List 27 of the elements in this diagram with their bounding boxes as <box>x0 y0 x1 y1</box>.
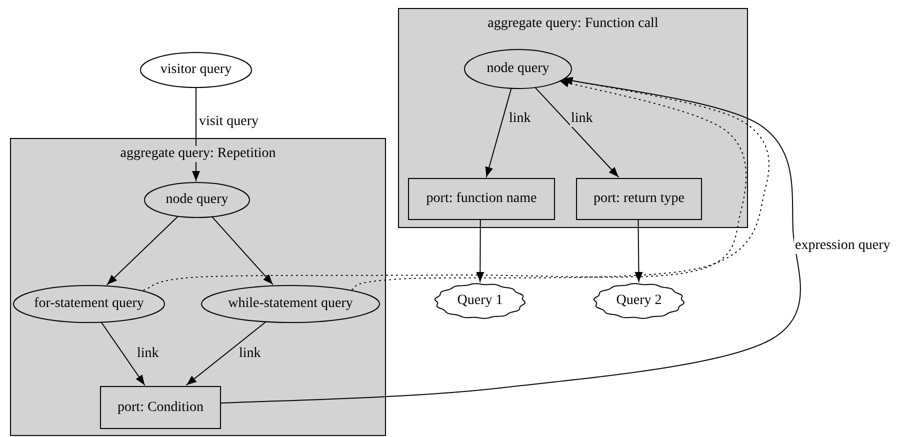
edge-label: expression query <box>794 238 892 254</box>
dotted-arrow <box>352 76 770 290</box>
ellipse-node: while-statement query <box>201 285 380 323</box>
ellipse-node: visitor query <box>140 52 252 88</box>
port-box: port: function name <box>408 178 555 220</box>
arrow <box>634 218 643 282</box>
arrow <box>220 76 801 404</box>
arrow <box>186 320 267 386</box>
cluster-title: aggregate query: Repetition <box>120 146 276 162</box>
ellipse-node: node query <box>144 182 250 218</box>
cluster-title: aggregate query: Function call <box>488 16 658 32</box>
arrow <box>192 88 200 182</box>
edge-label: link <box>570 111 594 127</box>
dotted-arrow <box>143 79 746 291</box>
cluster-box <box>10 138 386 436</box>
arrow <box>100 321 146 386</box>
arrow <box>210 216 274 285</box>
port-box: port: Condition <box>100 386 221 429</box>
arrow <box>534 86 619 178</box>
ellipse-node: node query <box>464 49 572 89</box>
edge-label: visit query <box>198 114 260 130</box>
arrow <box>106 215 179 286</box>
arrow <box>485 87 512 178</box>
arrow <box>476 218 484 282</box>
ellipse-node: for-statement query <box>13 285 165 323</box>
port-box: port: return type <box>576 178 702 220</box>
cluster-box <box>398 8 748 228</box>
